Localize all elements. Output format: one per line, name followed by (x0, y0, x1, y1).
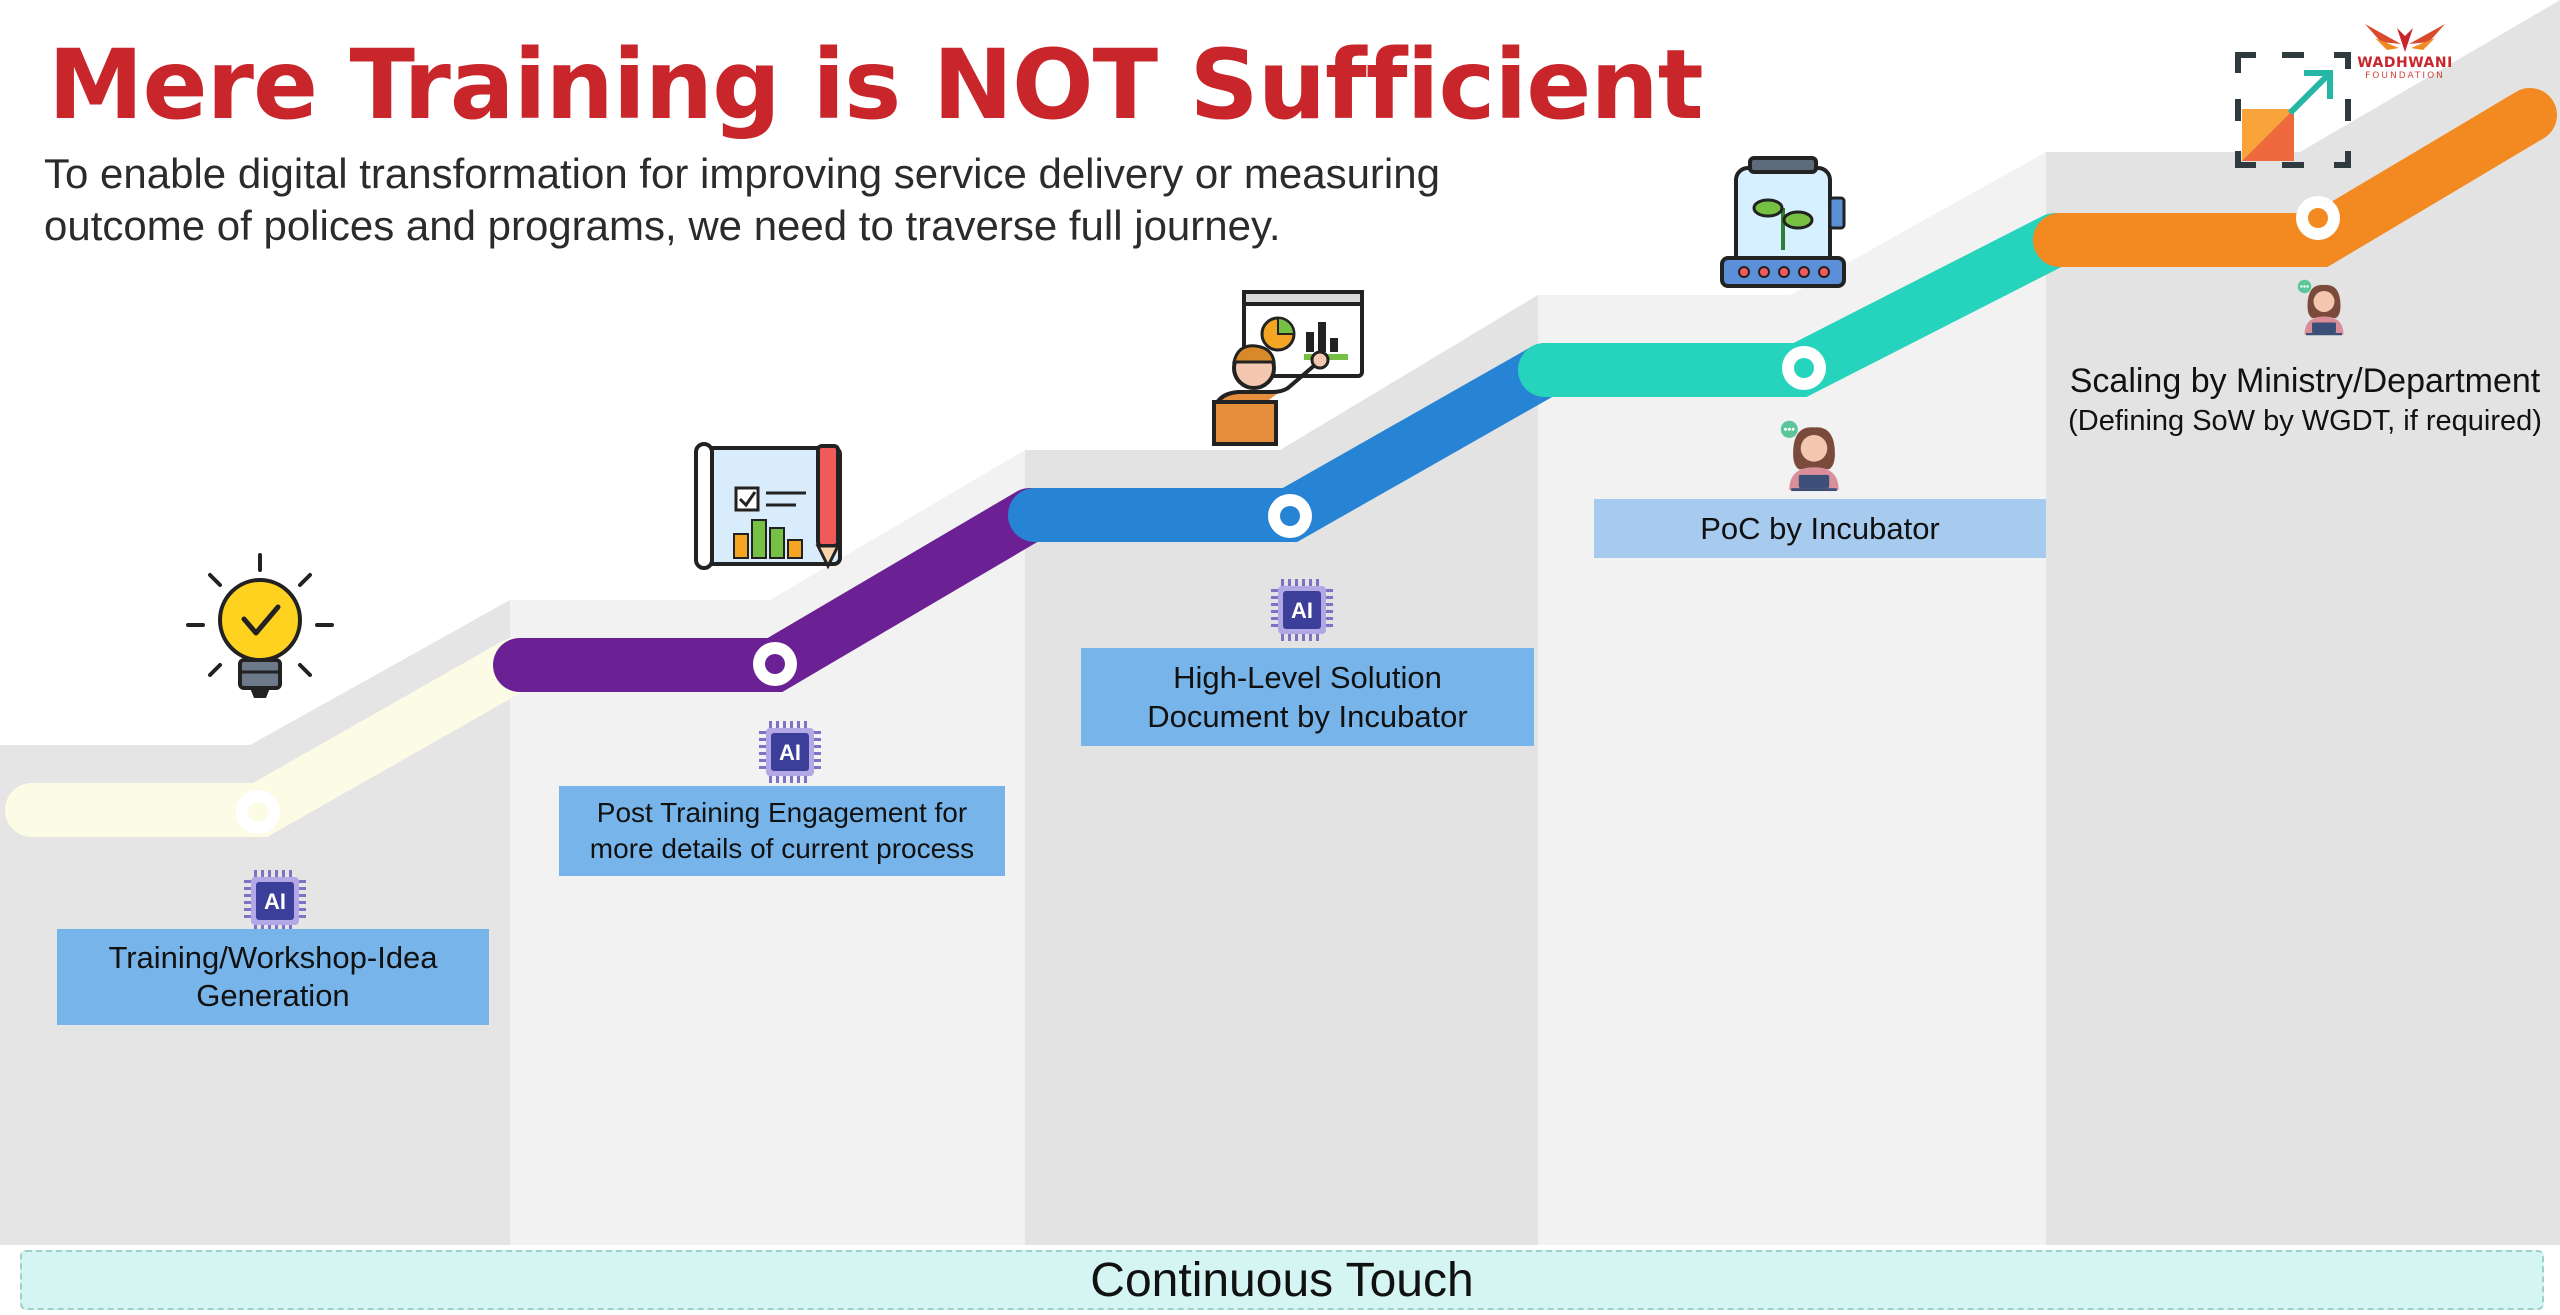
step-3-label-line1: High-Level Solution (1173, 660, 1442, 695)
page-title: Mere Training is NOT Sufficient (48, 29, 1704, 141)
step-3-box: High-Level Solution Document by Incubato… (1081, 648, 1534, 746)
presenter-icon (1212, 290, 1364, 446)
step-5-label-line1: Scaling by Ministry/Department (2069, 362, 2541, 400)
continuous-touch-label: Continuous Touch (1090, 1253, 1474, 1307)
step-1-label-line2: Generation (196, 978, 350, 1013)
page-subtitle: To enable digital transformation for imp… (44, 150, 1440, 249)
step-2-label-line2: more details of current process (589, 833, 975, 864)
step-1-label-line1: Training/Workshop-Idea (108, 940, 438, 975)
ai-chip-icon (244, 870, 306, 932)
plant-incubator-icon (1720, 156, 1846, 288)
logo-subtext: FOUNDATION (2365, 71, 2445, 81)
logo-name: WADHWANI (2357, 55, 2453, 71)
step-5-label: Scaling by Ministry/Department (Defining… (2050, 360, 2560, 440)
wadhwani-logo: WADHWANI FOUNDATION (2340, 20, 2470, 81)
step-2-label-line1: Post Training Engagement for (596, 797, 968, 828)
step-1-box: Training/Workshop-Idea Generation (57, 929, 489, 1025)
path-segment-5 (2033, 88, 2557, 267)
ai-chip-icon (1271, 579, 1333, 641)
step-2-box: Post Training Engagement for more detail… (559, 786, 1005, 876)
step-4-box: PoC by Incubator (1594, 499, 2046, 558)
step-4-label: PoC by Incubator (1700, 510, 1940, 546)
scale-up-icon (2235, 52, 2351, 168)
milestone-markers (236, 196, 2340, 834)
logo-emblem-icon (2365, 24, 2445, 52)
blueprint-icon (694, 442, 842, 570)
step-5-label-line2: (Defining SoW by WGDT, if required) (2068, 405, 2542, 437)
step-3-label-line2: Document by Incubator (1147, 699, 1468, 734)
lightbulb-icon (186, 553, 334, 698)
continuous-touch-band: Continuous Touch (20, 1250, 2544, 1310)
ai-chip-icon (759, 721, 821, 783)
